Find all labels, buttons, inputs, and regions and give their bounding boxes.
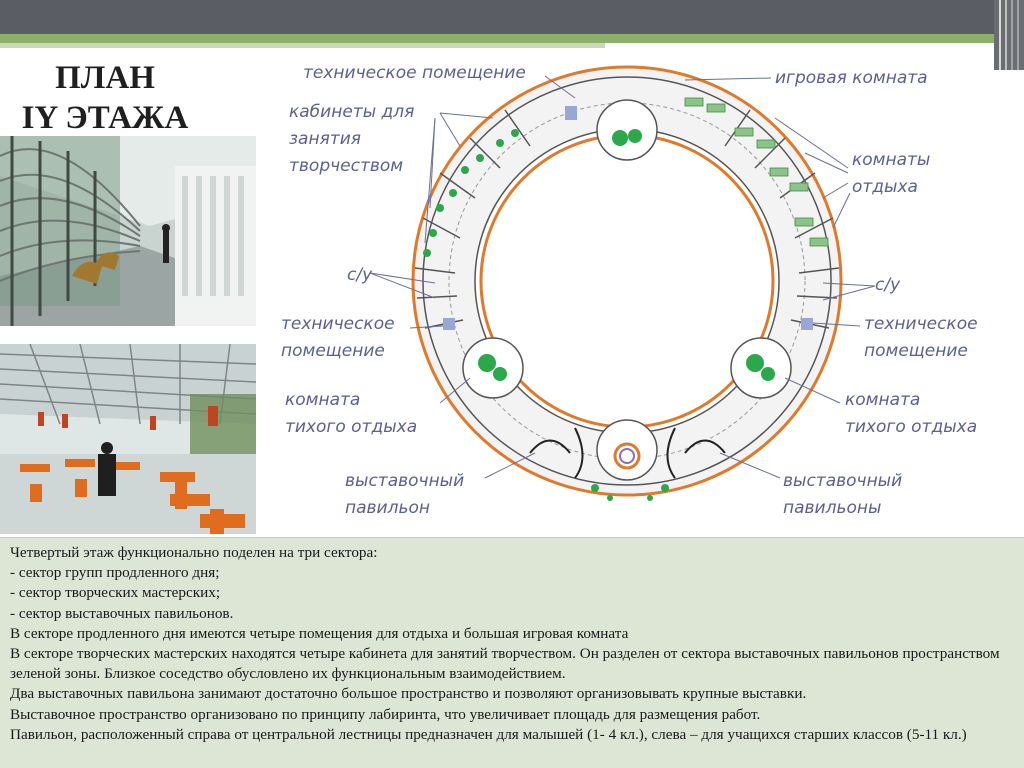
exhibition-walls: [529, 427, 726, 479]
label-tech-right-1: техническое: [864, 314, 978, 334]
description-line: Четвертый этаж функционально поделен на …: [10, 544, 378, 561]
workshop-plants: [423, 129, 519, 257]
label-creative-2: занятия: [289, 129, 361, 149]
header-bar: [0, 0, 1024, 34]
leader-lines: [369, 75, 876, 479]
label-quiet-left-1: комната: [285, 390, 360, 410]
label-exhibition-left-2: павильон: [345, 498, 430, 518]
label-exhibition-right-2: павильоны: [783, 498, 881, 518]
description-line: В секторе продленного дня имеются четыре…: [10, 624, 629, 642]
rest-room-beds: [684, 97, 829, 247]
description-line: - сектор выставочных павильонов.: [10, 604, 234, 622]
label-quiet-left-2: тихого отдыха: [285, 417, 417, 437]
corridor-rendering: [0, 136, 256, 326]
label-rest-rooms-2: отдыха: [852, 177, 918, 197]
header-accent-stripe-light: [0, 43, 605, 48]
description-line: - сектор групп продленного дня;: [10, 564, 220, 582]
title-line-2: IY ЭТАЖА: [21, 100, 189, 136]
label-game-room: игровая комната: [775, 68, 928, 88]
plan-labels: техническое помещение игровая комната ка…: [281, 63, 978, 518]
description-line: Павильон, расположенный справа от центра…: [10, 725, 967, 743]
green-trees: [478, 129, 775, 381]
label-rest-rooms-1: комнаты: [852, 150, 930, 170]
decorative-lines: [994, 0, 1024, 70]
floor-plan: техническое помещение игровая комната ка…: [281, 63, 978, 518]
label-quiet-right-1: комната: [845, 390, 920, 410]
ring-structure: [411, 65, 843, 497]
green-zone-nodes: [462, 99, 792, 481]
label-tech-left-2: помещение: [281, 341, 385, 361]
tech-rooms: [443, 106, 813, 330]
central-stair: [613, 442, 641, 470]
exhibition-plants: [591, 484, 669, 501]
label-creative-3: творчеством: [289, 156, 403, 176]
description-panel: Четвертый этаж функционально поделен на …: [0, 537, 1024, 768]
page-title: ПЛАН IY ЭТАЖА: [0, 58, 210, 138]
label-creative-1: кабинеты для: [289, 102, 414, 122]
label-tech-left-1: техническое: [281, 314, 395, 334]
cafe-rendering: [0, 344, 256, 534]
description-line: В секторе творческих мастерских находятс…: [10, 645, 1000, 683]
label-wc-left: с/у: [347, 265, 373, 285]
label-tech-right-2: помещение: [864, 341, 968, 361]
description-line: Два выставочных павильона занимают доста…: [10, 685, 807, 703]
label-exhibition-right-1: выставочный: [783, 471, 902, 491]
description-line: Выставочное пространство организовано по…: [10, 705, 761, 723]
label-exhibition-left-1: выставочный: [345, 471, 464, 491]
label-tech-room-top: техническое помещение: [303, 63, 526, 83]
description-line: - сектор творческих мастерских;: [10, 584, 221, 602]
label-wc-right: с/у: [875, 275, 901, 295]
title-line-1: ПЛАН: [55, 60, 155, 96]
header-accent-stripe: [0, 34, 1024, 43]
label-quiet-right-2: тихого отдыха: [845, 417, 977, 437]
